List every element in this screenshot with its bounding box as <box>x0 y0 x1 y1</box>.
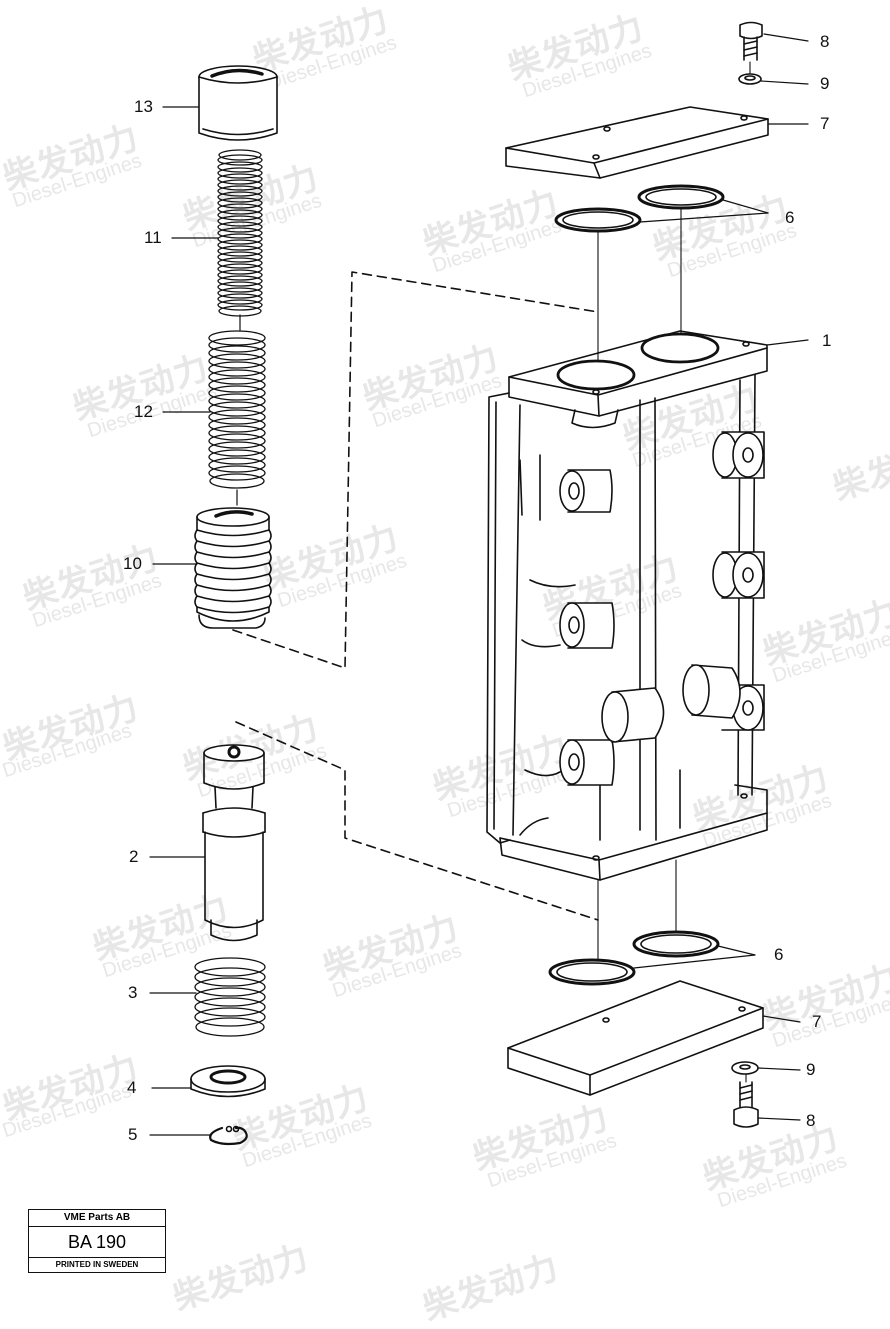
part-6-top-gaskets <box>554 184 725 233</box>
part-3-spring <box>194 957 266 1037</box>
leader-lines <box>149 33 809 1136</box>
callout-9-top: 9 <box>820 74 830 93</box>
part-2-valve-stem <box>202 744 266 942</box>
part-8-top-bolt <box>739 21 763 61</box>
title-block-code: BA 190 <box>29 1227 165 1258</box>
callout-7-bottom: 7 <box>812 1012 822 1031</box>
title-block-printed: PRINTED IN SWEDEN <box>55 1260 139 1269</box>
part-12-spring <box>208 330 266 506</box>
line-art <box>149 21 809 1146</box>
assembly-dash-lines <box>232 271 599 921</box>
title-block-company: VME Parts AB <box>29 1210 165 1227</box>
callout-12: 12 <box>134 402 153 421</box>
title-block: VME Parts AB BA 190 PRINTED IN SWEDEN <box>28 1209 166 1273</box>
part-5-circlip <box>209 1125 248 1146</box>
callout-7-top: 7 <box>820 114 830 133</box>
callout-8-bottom: 8 <box>806 1111 816 1130</box>
callout-2: 2 <box>129 847 139 866</box>
callout-13: 13 <box>134 97 153 116</box>
part-11-spring <box>217 149 263 331</box>
callout-6-bottom: 6 <box>774 945 784 964</box>
part-6-bottom-gaskets <box>548 930 720 986</box>
part-9-top-washer <box>738 73 762 85</box>
callout-8-top: 8 <box>820 32 830 51</box>
callout-10: 10 <box>123 554 142 573</box>
callout-9-bottom: 9 <box>806 1060 816 1079</box>
part-7-bottom-cover <box>507 980 764 1096</box>
callout-5: 5 <box>128 1125 138 1144</box>
part-4-spring-seat <box>190 1065 266 1098</box>
part-13-cap <box>198 65 278 141</box>
part-9-bottom-washer <box>731 1061 759 1075</box>
assembly-center-lines <box>597 61 751 1083</box>
callout-6-top: 6 <box>785 208 795 227</box>
callout-11: 11 <box>144 228 162 247</box>
part-10-piston <box>194 507 272 629</box>
part-8-bottom-bolt <box>733 1081 759 1128</box>
callout-3: 3 <box>128 983 138 1002</box>
part-1-housing <box>486 330 768 881</box>
part-7-top-cover <box>505 106 769 179</box>
callout-1: 1 <box>822 331 832 350</box>
callout-4: 4 <box>127 1078 137 1097</box>
